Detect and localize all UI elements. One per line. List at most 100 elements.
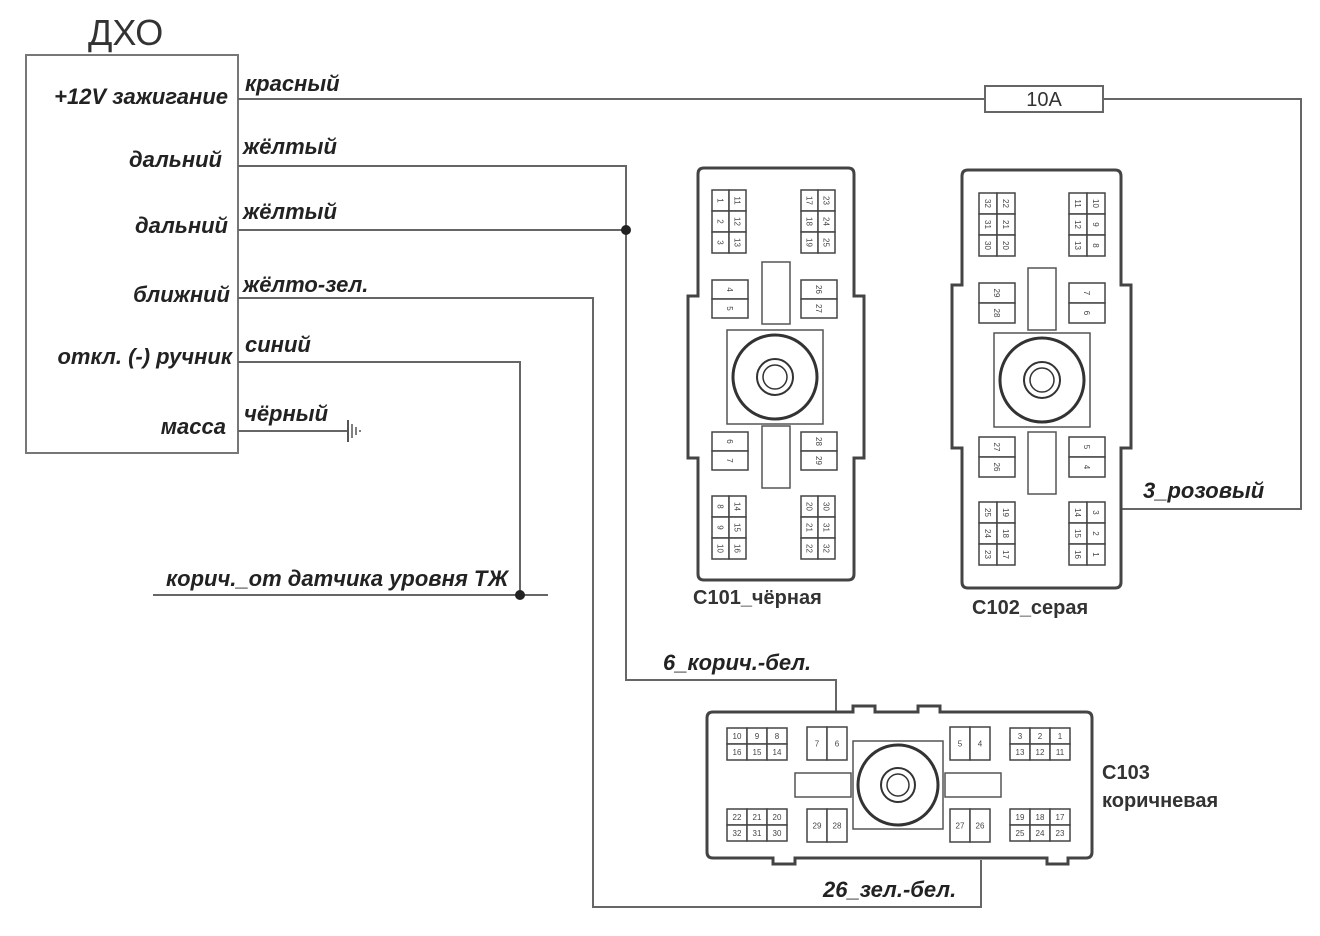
wire-label-red: красный bbox=[245, 71, 340, 96]
pin-number: 25 bbox=[822, 238, 831, 247]
pin-number: 1 bbox=[1091, 552, 1100, 557]
pin-cell bbox=[1049, 743, 1071, 761]
pin-number: 2 bbox=[1091, 531, 1100, 536]
module-title: ДХО bbox=[88, 12, 163, 53]
pin-number: 11 bbox=[1073, 199, 1082, 208]
ground-icon bbox=[347, 420, 361, 442]
pin-cell bbox=[969, 808, 991, 843]
pin-number: 6 bbox=[725, 439, 734, 444]
pin-number: 31 bbox=[753, 829, 762, 838]
connector-c103-label-color: коричневая bbox=[1102, 790, 1218, 812]
wire-label-green-white: 26_зел.-бел. bbox=[822, 877, 956, 902]
pin-number: 11 bbox=[1056, 748, 1065, 757]
pin-number: 23 bbox=[983, 550, 992, 559]
wire-label-brown-white: 6_корич.-бел. bbox=[663, 650, 811, 675]
pin-number: 13 bbox=[1073, 241, 1082, 250]
pin-number: 26 bbox=[814, 285, 823, 294]
pin-number: 9 bbox=[755, 732, 760, 741]
pin-number: 31 bbox=[983, 220, 992, 229]
pin-number: 6 bbox=[1082, 311, 1091, 316]
pin-number: 29 bbox=[813, 822, 822, 831]
pin-number: 16 bbox=[733, 544, 742, 553]
wire-pink bbox=[1103, 98, 1302, 510]
pin-number: 18 bbox=[805, 217, 814, 226]
pin-number: 15 bbox=[753, 748, 762, 757]
pin-number: 30 bbox=[983, 241, 992, 250]
pin-number: 5 bbox=[725, 306, 734, 311]
pin-number: 6 bbox=[835, 740, 840, 749]
pin-number: 12 bbox=[1073, 220, 1082, 229]
pin-number: 4 bbox=[725, 287, 734, 292]
pin-cell bbox=[996, 543, 1016, 566]
pin-cell bbox=[711, 450, 749, 471]
pin-number: 11 bbox=[733, 196, 742, 205]
pin-number: 24 bbox=[822, 217, 831, 226]
pin-number: 32 bbox=[733, 829, 742, 838]
pin-number: 18 bbox=[1001, 529, 1010, 538]
pin-number: 27 bbox=[956, 822, 965, 831]
pin-label-ignition: +12V зажигание bbox=[54, 84, 228, 109]
junction-dot-sensor bbox=[515, 590, 525, 600]
wire-label-yellow-green: жёлто-зел. bbox=[242, 272, 368, 297]
pin-cell bbox=[1068, 456, 1106, 478]
pin-number: 10 bbox=[733, 732, 742, 741]
pin-number: 32 bbox=[983, 199, 992, 208]
pin-cell bbox=[817, 231, 836, 254]
pin-number: 28 bbox=[833, 822, 842, 831]
connector-c102-label: C102_серая bbox=[972, 597, 1088, 619]
pin-cell bbox=[1049, 824, 1071, 842]
pin-number: 1 bbox=[716, 198, 725, 203]
pin-number: 3 bbox=[716, 240, 725, 245]
pin-cell bbox=[766, 824, 788, 842]
pin-number: 20 bbox=[1001, 241, 1010, 250]
pin-number: 19 bbox=[805, 238, 814, 247]
wire-label-blue: синий bbox=[245, 332, 311, 357]
pin-number: 8 bbox=[1091, 243, 1100, 248]
pin-label-high-beam-2: дальний bbox=[135, 213, 229, 238]
pin-number: 22 bbox=[805, 544, 814, 553]
pin-number: 7 bbox=[725, 458, 734, 463]
pin-number: 4 bbox=[1082, 465, 1091, 470]
pin-number: 20 bbox=[805, 502, 814, 511]
pin-number: 14 bbox=[773, 748, 782, 757]
pin-cell bbox=[817, 537, 836, 560]
pin-number: 30 bbox=[773, 829, 782, 838]
pin-number: 19 bbox=[1001, 508, 1010, 517]
pin-cell bbox=[969, 726, 991, 761]
pin-number: 17 bbox=[1001, 550, 1010, 559]
pin-label-ground: масса bbox=[161, 414, 226, 439]
pin-cell bbox=[728, 537, 747, 560]
pin-number: 26 bbox=[992, 463, 1001, 472]
pin-number: 7 bbox=[815, 740, 820, 749]
pin-number: 5 bbox=[1082, 445, 1091, 450]
pin-number: 9 bbox=[1091, 222, 1100, 227]
fuse-label: 10A bbox=[1026, 89, 1062, 111]
pin-number: 7 bbox=[1082, 291, 1091, 296]
pin-number: 8 bbox=[775, 732, 780, 741]
pin-number: 10 bbox=[716, 544, 725, 553]
pin-number: 28 bbox=[814, 437, 823, 446]
pin-number: 26 bbox=[976, 822, 985, 831]
fuse bbox=[984, 85, 1104, 113]
wire-blue bbox=[238, 361, 521, 595]
pin-number: 8 bbox=[716, 504, 725, 509]
pin-number: 12 bbox=[733, 217, 742, 226]
pin-number: 16 bbox=[733, 748, 742, 757]
connector-c103-label-id: C103 bbox=[1102, 762, 1150, 784]
pin-number: 13 bbox=[1016, 748, 1025, 757]
pin-number: 2 bbox=[716, 219, 725, 224]
pin-number: 23 bbox=[1056, 829, 1065, 838]
pin-number: 3 bbox=[1091, 510, 1100, 515]
wires: 10A 3_розовый 6_корич.-бел. 26_зел.-бел.… bbox=[153, 85, 1302, 908]
pin-number: 29 bbox=[992, 289, 1001, 298]
pin-cell bbox=[1086, 543, 1106, 566]
pin-number: 20 bbox=[773, 813, 782, 822]
pin-number: 13 bbox=[733, 238, 742, 247]
pin-number: 22 bbox=[1001, 199, 1010, 208]
pin-number: 25 bbox=[1016, 829, 1025, 838]
pin-number: 28 bbox=[992, 309, 1001, 318]
junction-dot-yellow bbox=[621, 225, 631, 235]
module-pin-labels: +12V зажигание дальний дальний ближний о… bbox=[54, 84, 234, 439]
